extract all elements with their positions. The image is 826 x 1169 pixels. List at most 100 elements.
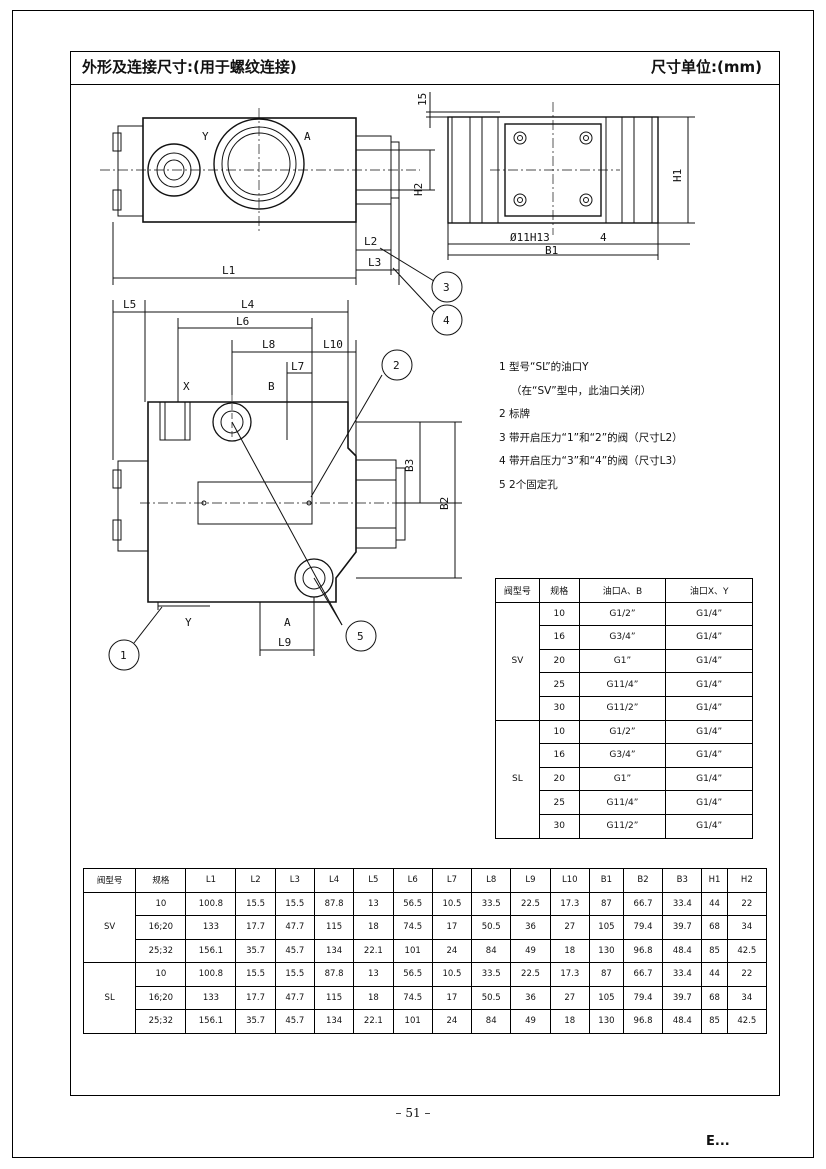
table-row: 20 G1” G1/4” xyxy=(496,648,753,674)
table-cell: 35.7 xyxy=(235,938,276,963)
table-cell: 10 xyxy=(135,891,187,916)
label-dim-4: 4 xyxy=(600,231,607,244)
table-cell: 87 xyxy=(588,962,624,987)
table-row: 30 G11/2” G1/4” xyxy=(496,813,753,839)
table-cell: 33.5 xyxy=(471,962,512,987)
label-l1: L1 xyxy=(222,264,235,277)
dim-col-header: L1 xyxy=(185,868,237,893)
table-cell: 84 xyxy=(471,938,512,963)
table-cell: 25;32 xyxy=(135,938,187,963)
model-cell: SV xyxy=(82,891,137,963)
table-cell: 105 xyxy=(588,985,624,1010)
table-cell: G1” xyxy=(578,648,667,674)
table-cell: G1/4” xyxy=(665,648,753,674)
content-frame xyxy=(70,51,780,1096)
table-cell: 10 xyxy=(538,601,580,627)
table-cell: 79.4 xyxy=(622,985,664,1010)
table-cell: 48.4 xyxy=(662,938,703,963)
table-cell: 115 xyxy=(313,985,355,1010)
label-b2: B2 xyxy=(438,497,451,510)
table-cell: 27 xyxy=(549,985,590,1010)
table-cell: 42.5 xyxy=(726,1009,768,1034)
table-cell: 15.5 xyxy=(235,962,276,987)
table-row: SL 10 G1/2” G1/4” xyxy=(495,719,753,839)
table-cell: 115 xyxy=(313,915,355,940)
table-cell: 49 xyxy=(510,1009,551,1034)
table-cell: 35.7 xyxy=(235,1009,276,1034)
label-l8: L8 xyxy=(262,338,275,351)
dim-col-header: L5 xyxy=(353,868,394,893)
table-cell: 16;20 xyxy=(135,985,187,1010)
table-cell: 33.4 xyxy=(662,891,703,916)
port-table-header: 阀型号 规格 油口A、B 油口X、Y xyxy=(495,578,753,603)
table-cell: G11/2” xyxy=(578,813,667,839)
label-l7: L7 xyxy=(291,360,304,373)
table-cell: 36 xyxy=(510,915,551,940)
callout-3: 3 xyxy=(443,281,450,294)
table-cell: 36 xyxy=(510,985,551,1010)
table-cell: 42.5 xyxy=(726,938,768,963)
callout-5: 5 xyxy=(357,630,364,643)
brand-logo: E... xyxy=(706,1134,730,1149)
table-cell: 16;20 xyxy=(135,915,187,940)
note-5: 5 2个固定孔 xyxy=(499,478,558,491)
label-l9: L9 xyxy=(278,636,291,649)
table-cell: 13 xyxy=(353,962,394,987)
table-cell: 100.8 xyxy=(185,962,237,987)
table-cell: 134 xyxy=(313,1009,355,1034)
table-cell: 100.8 xyxy=(185,891,237,916)
table-row: 30 G11/2” G1/4” xyxy=(496,695,753,721)
table-cell: G1/4” xyxy=(665,743,753,768)
table-cell: 10.5 xyxy=(431,891,473,916)
header-divider xyxy=(70,84,780,85)
label-l10: L10 xyxy=(323,338,343,351)
table-cell: 22.5 xyxy=(510,962,551,987)
dim-col-header: L7 xyxy=(431,868,473,893)
model-cell: SL xyxy=(82,962,137,1034)
table-cell: 87.8 xyxy=(313,891,355,916)
page-number: – 51 – xyxy=(395,1106,431,1120)
table-cell: G1/4” xyxy=(665,790,753,815)
label-h1: H1 xyxy=(671,169,684,182)
table-cell: 15.5 xyxy=(274,891,315,916)
label-port-x: X xyxy=(183,380,190,393)
label-h2: H2 xyxy=(412,183,425,196)
table-cell: G11/4” xyxy=(578,672,667,697)
table-cell: 66.7 xyxy=(622,962,664,987)
table-cell: 47.7 xyxy=(274,915,315,940)
table-cell: G3/4” xyxy=(578,743,667,768)
table-cell: 22.5 xyxy=(510,891,551,916)
table-cell: G1” xyxy=(578,766,667,792)
table-cell: 17.7 xyxy=(235,915,276,940)
dim-col-header: B3 xyxy=(662,868,703,893)
table-cell: G1/4” xyxy=(665,719,753,745)
table-cell: 30 xyxy=(538,813,580,839)
table-cell: 17 xyxy=(431,915,473,940)
table-cell: G1/4” xyxy=(665,695,753,721)
table-cell: 16 xyxy=(538,743,580,768)
table-cell: 47.7 xyxy=(274,985,315,1010)
dim-col-header: B2 xyxy=(622,868,664,893)
unit-label: 尺寸单位:(mm) xyxy=(651,58,762,76)
dim-col-header: B1 xyxy=(588,868,624,893)
table-cell: 39.7 xyxy=(662,915,703,940)
table-cell: 39.7 xyxy=(662,985,703,1010)
table-cell: 133 xyxy=(185,985,237,1010)
label-l6: L6 xyxy=(236,315,249,328)
table-cell: G11/4” xyxy=(578,790,667,815)
table-cell: G3/4” xyxy=(578,625,667,650)
label-port-a: A xyxy=(304,130,311,143)
notes-list: 1 型号“SL”的油口Y （在“SV”型中，此油口关闭） 2 标牌 3 带开启压… xyxy=(499,356,683,497)
table-cell: 20 xyxy=(538,648,580,674)
table-cell: 10.5 xyxy=(431,962,473,987)
table-cell: 16 xyxy=(538,625,580,650)
label-b1: B1 xyxy=(545,244,558,257)
table-cell: 68 xyxy=(701,915,728,940)
table-cell: 44 xyxy=(701,962,728,987)
table-cell: 17.3 xyxy=(549,891,590,916)
label-b3: B3 xyxy=(403,459,416,472)
table-cell: 66.7 xyxy=(622,891,664,916)
